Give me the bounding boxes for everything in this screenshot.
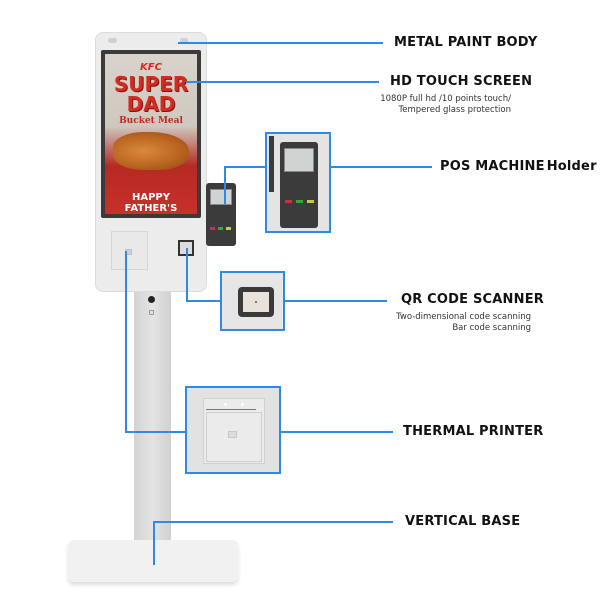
- leader-line-qr: [285, 300, 387, 302]
- ad-headline-1: SUPER: [113, 72, 189, 96]
- printer-unit: [203, 398, 265, 464]
- pole: [134, 292, 171, 542]
- label-vertical-base: VERTICAL BASE: [405, 514, 521, 529]
- printer-slot: [111, 231, 148, 270]
- leader-line-pos-in: [224, 166, 266, 168]
- camera-icon: [108, 38, 117, 43]
- scanner-glass: [243, 292, 269, 312]
- ad-brand: KFC: [140, 62, 162, 73]
- leader-line-printer: [281, 431, 393, 433]
- label-hd-touch-screen: HD TOUCH SCREEN: [390, 74, 533, 89]
- screen-ad: KFC SUPER DAD Bucket Meal HAPPY FATHER'S: [105, 54, 197, 214]
- label-metal-paint-body: METAL PAINT BODY: [394, 35, 538, 50]
- ad-headline-2: DAD: [126, 92, 176, 116]
- label-thermal-printer: THERMAL PRINTER: [403, 424, 544, 439]
- leader-line-pos: [331, 166, 432, 168]
- power-button-icon: [148, 296, 155, 303]
- pos-screen: [284, 148, 314, 172]
- scanner-lens-icon: [255, 301, 257, 303]
- ad-subtitle: Bucket Meal: [119, 116, 183, 126]
- desc-qr-code-scanner: Two-dimensional code scanning Bar code s…: [396, 312, 531, 333]
- pos-holder-detail: [265, 132, 331, 233]
- ad-headline: SUPER DAD: [105, 74, 197, 114]
- leader-line-base: [153, 521, 393, 523]
- leader-line-metal-body: [178, 42, 383, 44]
- paper-feed-icon: [228, 431, 237, 438]
- leader-line-screen: [186, 81, 379, 83]
- qr-scanner-detail: [220, 271, 285, 331]
- pos-device-mounted: [206, 183, 236, 246]
- thermal-printer-detail: [185, 386, 281, 474]
- chicken-image: [113, 132, 189, 170]
- ad-footer-1: HAPPY: [131, 192, 170, 203]
- ad-footer: HAPPY FATHER'S: [105, 192, 197, 214]
- qr-scanner-device: [238, 287, 274, 317]
- pos-screen: [210, 189, 232, 205]
- sensor-icon: [180, 38, 188, 43]
- touch-screen: KFC SUPER DAD Bucket Meal HAPPY FATHER'S: [101, 50, 201, 218]
- port-icon: [149, 310, 154, 315]
- pos-device: [280, 142, 318, 228]
- desc-hd-touch-screen: 1080P full hd /10 points touch/ Tempered…: [380, 94, 511, 115]
- label-qr-code-scanner: QR CODE SCANNER: [401, 292, 544, 307]
- holder-bracket: [269, 136, 274, 192]
- ad-footer-2: FATHER'S: [124, 203, 178, 214]
